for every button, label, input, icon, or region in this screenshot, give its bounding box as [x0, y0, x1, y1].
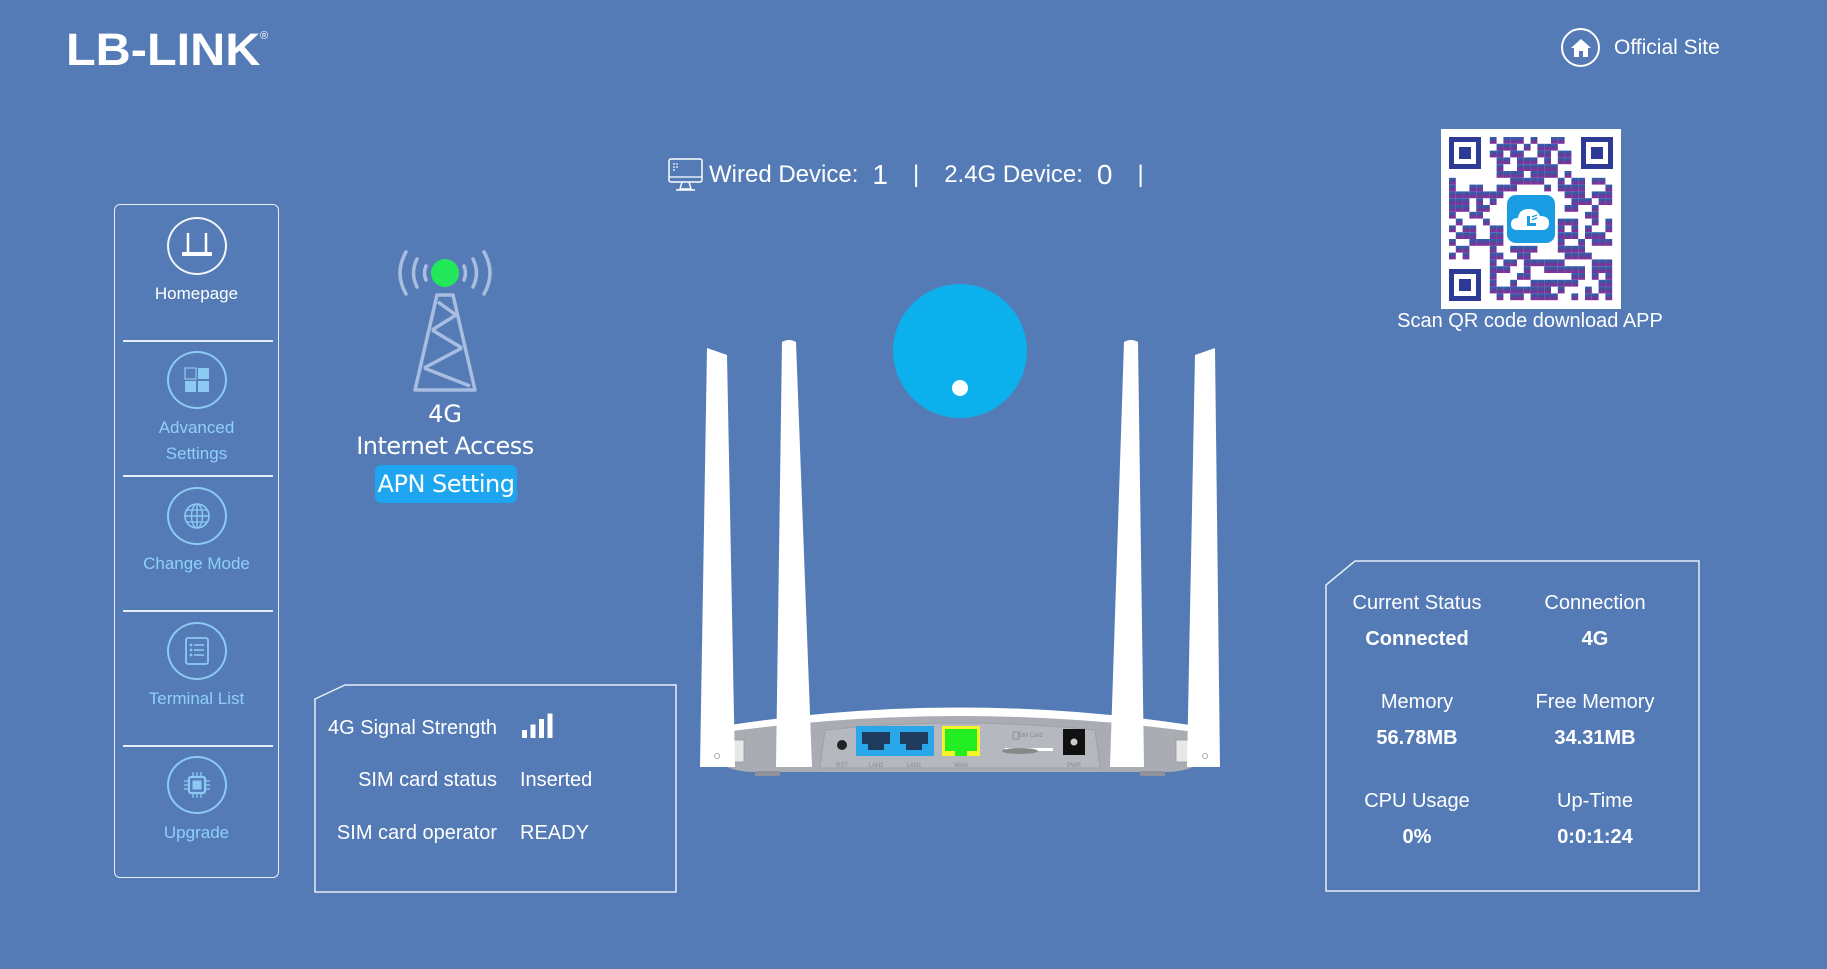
official-site-label: Official Site [1614, 35, 1720, 59]
registered-mark: ® [259, 30, 269, 42]
uptime-cell: Up-Time 0:0:1:24 [1505, 788, 1685, 850]
wifi24-device-count[interactable]: 0 [1096, 159, 1113, 190]
port-label-rst: RST [836, 763, 848, 769]
router-illustration: RST LAN2 LAN1 WAN SIM Card PWR [700, 284, 1220, 776]
stat-label: Free Memory [1535, 691, 1655, 713]
port-label-pwr: PWR [1067, 763, 1082, 769]
connection-indicator [893, 284, 1027, 418]
grid-icon [166, 351, 227, 409]
panel-frame [1325, 560, 1700, 892]
sidebar-item-terminal-list[interactable]: Terminal List [115, 622, 278, 712]
signal-strength-row: 4G Signal Strength [314, 713, 677, 743]
cloud-app-icon [1507, 195, 1555, 243]
connection-cell: Connection 4G [1505, 590, 1685, 652]
logo-text: LB-LINK [66, 24, 261, 75]
separator: | [912, 161, 920, 188]
divider [123, 340, 273, 342]
wired-device-label: Wired Device: [709, 161, 859, 188]
divider [123, 475, 273, 477]
memory-cell: Memory 56.78MB [1327, 689, 1507, 751]
signal-strength-label: 4G Signal Strength [328, 716, 497, 739]
system-status-panel: Current Status Connected Connection 4G M… [1325, 560, 1700, 892]
internet-type: 4G [428, 400, 462, 428]
device-count-bar: Wired Device: 1 | 2.4G Device: 0 | [668, 154, 1169, 196]
stat-label: Connection [1544, 592, 1646, 614]
qr-caption: Scan QR code download APP [1397, 310, 1663, 332]
sim-operator-label: SIM card operator [336, 821, 497, 844]
sidebar-item-label: Homepage [154, 284, 239, 303]
free-memory-cell: Free Memory 34.31MB [1505, 689, 1685, 751]
sidebar-item-label-line2: Settings [165, 444, 228, 463]
stat-label: CPU Usage [1364, 790, 1470, 812]
sim-operator-row: SIM card operator READY [314, 818, 677, 848]
antenna [1110, 340, 1144, 767]
app-qr-code [1441, 129, 1621, 309]
stat-value: 0% [1402, 826, 1432, 848]
port-label-wan: WAN [954, 763, 968, 769]
antenna [1187, 348, 1220, 767]
stat-value: 56.78MB [1376, 727, 1458, 749]
router-icon [166, 217, 227, 275]
sidebar-item-label: Change Mode [143, 554, 250, 573]
list-icon [166, 622, 227, 680]
globe-icon [166, 487, 227, 545]
signal-info-panel: 4G Signal Strength SIM card status Inser… [314, 684, 677, 893]
monitor-icon [668, 158, 703, 191]
port-label-lan2: LAN2 [868, 763, 884, 769]
stat-value: Connected [1365, 628, 1469, 650]
cell-tower-icon [398, 250, 492, 392]
sidebar-item-upgrade[interactable]: Upgrade [115, 756, 278, 846]
sidebar-item-homepage[interactable]: Homepage [115, 217, 278, 307]
sidebar-item-advanced-settings[interactable]: Advanced Settings [115, 351, 278, 467]
sidebar-item-label: Upgrade [163, 823, 230, 842]
indicator-dot [952, 380, 968, 396]
panel-frame [314, 684, 677, 893]
official-site-link[interactable]: Official Site [1561, 28, 1720, 67]
wifi24-device-label: 2.4G Device: [944, 161, 1083, 188]
home-icon [1561, 28, 1600, 67]
apn-setting-button[interactable]: APN Setting [375, 465, 517, 503]
stat-value: 4G [1581, 628, 1609, 650]
sidebar-item-change-mode[interactable]: Change Mode [115, 487, 278, 577]
antenna [700, 348, 735, 767]
wired-device-count[interactable]: 1 [872, 159, 888, 190]
signal-bar [530, 724, 536, 738]
divider [123, 745, 273, 747]
sidebar-nav: Homepage Advanced Settings [114, 204, 279, 878]
stat-label: Current Status [1352, 592, 1482, 614]
sim-status-row: SIM card status Inserted [314, 765, 677, 795]
sidebar-item-label: Terminal List [148, 689, 245, 708]
signal-bar [522, 730, 527, 738]
port-label-lan1: LAN1 [906, 763, 922, 769]
sim-status-label: SIM card status [358, 768, 497, 791]
stat-label: Up-Time [1557, 790, 1633, 812]
signal-wave [398, 250, 408, 296]
cpu-usage-cell: CPU Usage 0% [1327, 788, 1507, 850]
brand-logo: LB-LINK ® [66, 24, 269, 75]
internet-access-label: Internet Access [356, 432, 534, 460]
stat-label: Memory [1380, 691, 1454, 713]
stat-value: 34.31MB [1554, 727, 1636, 749]
current-status-cell: Current Status Connected [1327, 590, 1507, 652]
signal-bars-icon [520, 712, 554, 744]
antenna [776, 340, 812, 767]
stat-value: 0:0:1:24 [1557, 826, 1633, 848]
status-led [431, 259, 459, 287]
signal-bar [547, 713, 553, 738]
chip-icon [166, 756, 227, 814]
sim-status-value: Inserted [520, 768, 593, 791]
signal-bar [539, 719, 544, 738]
port-label-sim: SIM Card [1017, 733, 1042, 739]
divider [123, 610, 273, 612]
sidebar-item-label: Advanced [158, 418, 235, 437]
sim-operator-value: READY [520, 821, 589, 844]
separator: | [1137, 161, 1144, 188]
